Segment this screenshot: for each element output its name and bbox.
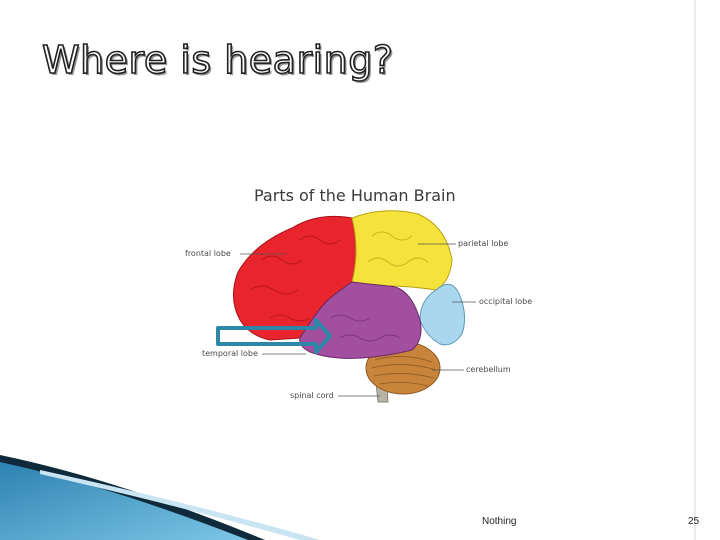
label-frontal-lobe: frontal lobe — [185, 249, 231, 258]
figure-title: Parts of the Human Brain — [254, 186, 456, 205]
label-spinal-cord: spinal cord — [290, 391, 334, 400]
label-temporal-lobe: temporal lobe — [202, 349, 258, 358]
temporal-lobe — [299, 281, 422, 359]
footer-note: Nothing — [482, 516, 517, 527]
label-occipital-lobe: occipital lobe — [479, 297, 533, 306]
parietal-lobe — [351, 210, 453, 291]
label-cerebellum: cerebellum — [466, 365, 511, 374]
occipital-lobe — [419, 283, 466, 346]
label-parietal-lobe: parietal lobe — [458, 239, 509, 248]
arrow-right-icon — [216, 318, 332, 354]
page-number: 25 — [688, 516, 700, 527]
slide-title: Where is hearing? — [41, 37, 394, 83]
